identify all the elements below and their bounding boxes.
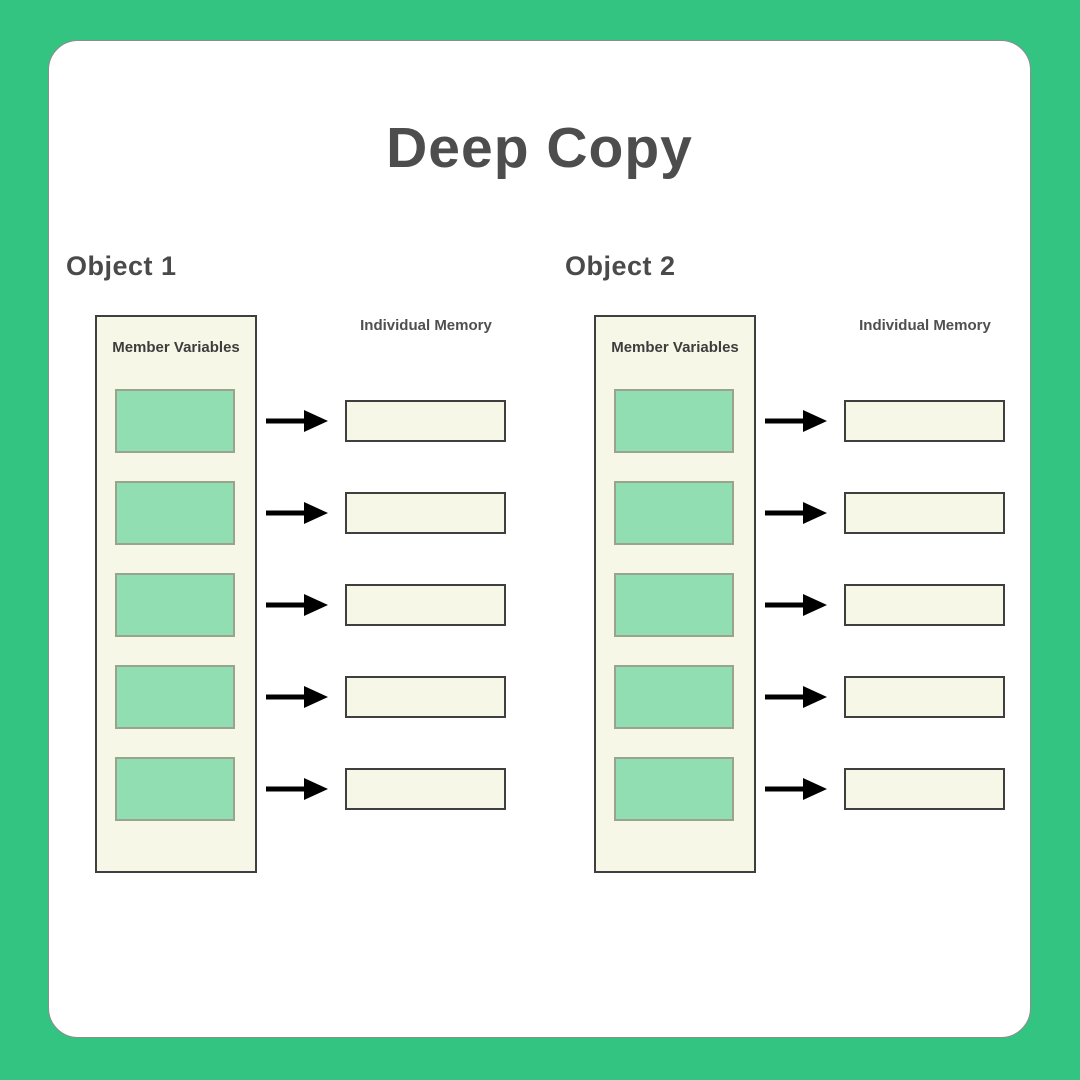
arrow-right-icon [765, 594, 827, 616]
memory-box [345, 584, 506, 626]
memory-box [345, 768, 506, 810]
memory-row [765, 584, 1005, 626]
memory-row [266, 768, 506, 810]
variable-slot [115, 665, 235, 729]
memory-row [765, 492, 1005, 534]
memory-box [345, 400, 506, 442]
variable-slot [614, 389, 734, 453]
arrow-right-icon [765, 410, 827, 432]
arrow-right-icon [266, 410, 328, 432]
object-group-1: Object 1 Member Variables Individual Mem… [49, 41, 539, 1039]
object-label: Object 2 [565, 251, 676, 281]
individual-memory-title: Individual Memory [859, 317, 991, 334]
arrow-right-icon [266, 686, 328, 708]
memory-row [266, 492, 506, 534]
variable-slot [614, 665, 734, 729]
member-variables-panel: Member Variables [594, 315, 756, 873]
object-label: Object 1 [66, 251, 177, 281]
variable-slot [115, 757, 235, 821]
arrow-right-icon [765, 686, 827, 708]
memory-box [844, 768, 1005, 810]
individual-memory-title: Individual Memory [360, 317, 492, 334]
page-title: Deep Copy [386, 116, 693, 180]
memory-box [345, 492, 506, 534]
memory-row [765, 768, 1005, 810]
arrow-right-icon [266, 502, 328, 524]
memory-box [844, 400, 1005, 442]
memory-box [345, 676, 506, 718]
object-group-2: Object 2 Member Variables Individual Mem… [548, 41, 1038, 1039]
variable-slot [115, 481, 235, 545]
variable-slot [115, 573, 235, 637]
member-variables-title: Member Variables [112, 339, 240, 356]
memory-row [765, 400, 1005, 442]
memory-box [844, 676, 1005, 718]
arrow-right-icon [266, 594, 328, 616]
memory-row [266, 676, 506, 718]
memory-row [765, 676, 1005, 718]
arrow-right-icon [765, 778, 827, 800]
arrow-right-icon [765, 502, 827, 524]
memory-row [266, 400, 506, 442]
memory-box [844, 584, 1005, 626]
memory-row [266, 584, 506, 626]
variable-slot [614, 573, 734, 637]
variable-slot [115, 389, 235, 453]
arrow-right-icon [266, 778, 328, 800]
member-variables-panel: Member Variables [95, 315, 257, 873]
variable-slot [614, 757, 734, 821]
memory-box [844, 492, 1005, 534]
info-card: Deep Copy Object 1 Member Variables Indi… [48, 40, 1031, 1038]
member-variables-title: Member Variables [611, 339, 739, 356]
variable-slot [614, 481, 734, 545]
